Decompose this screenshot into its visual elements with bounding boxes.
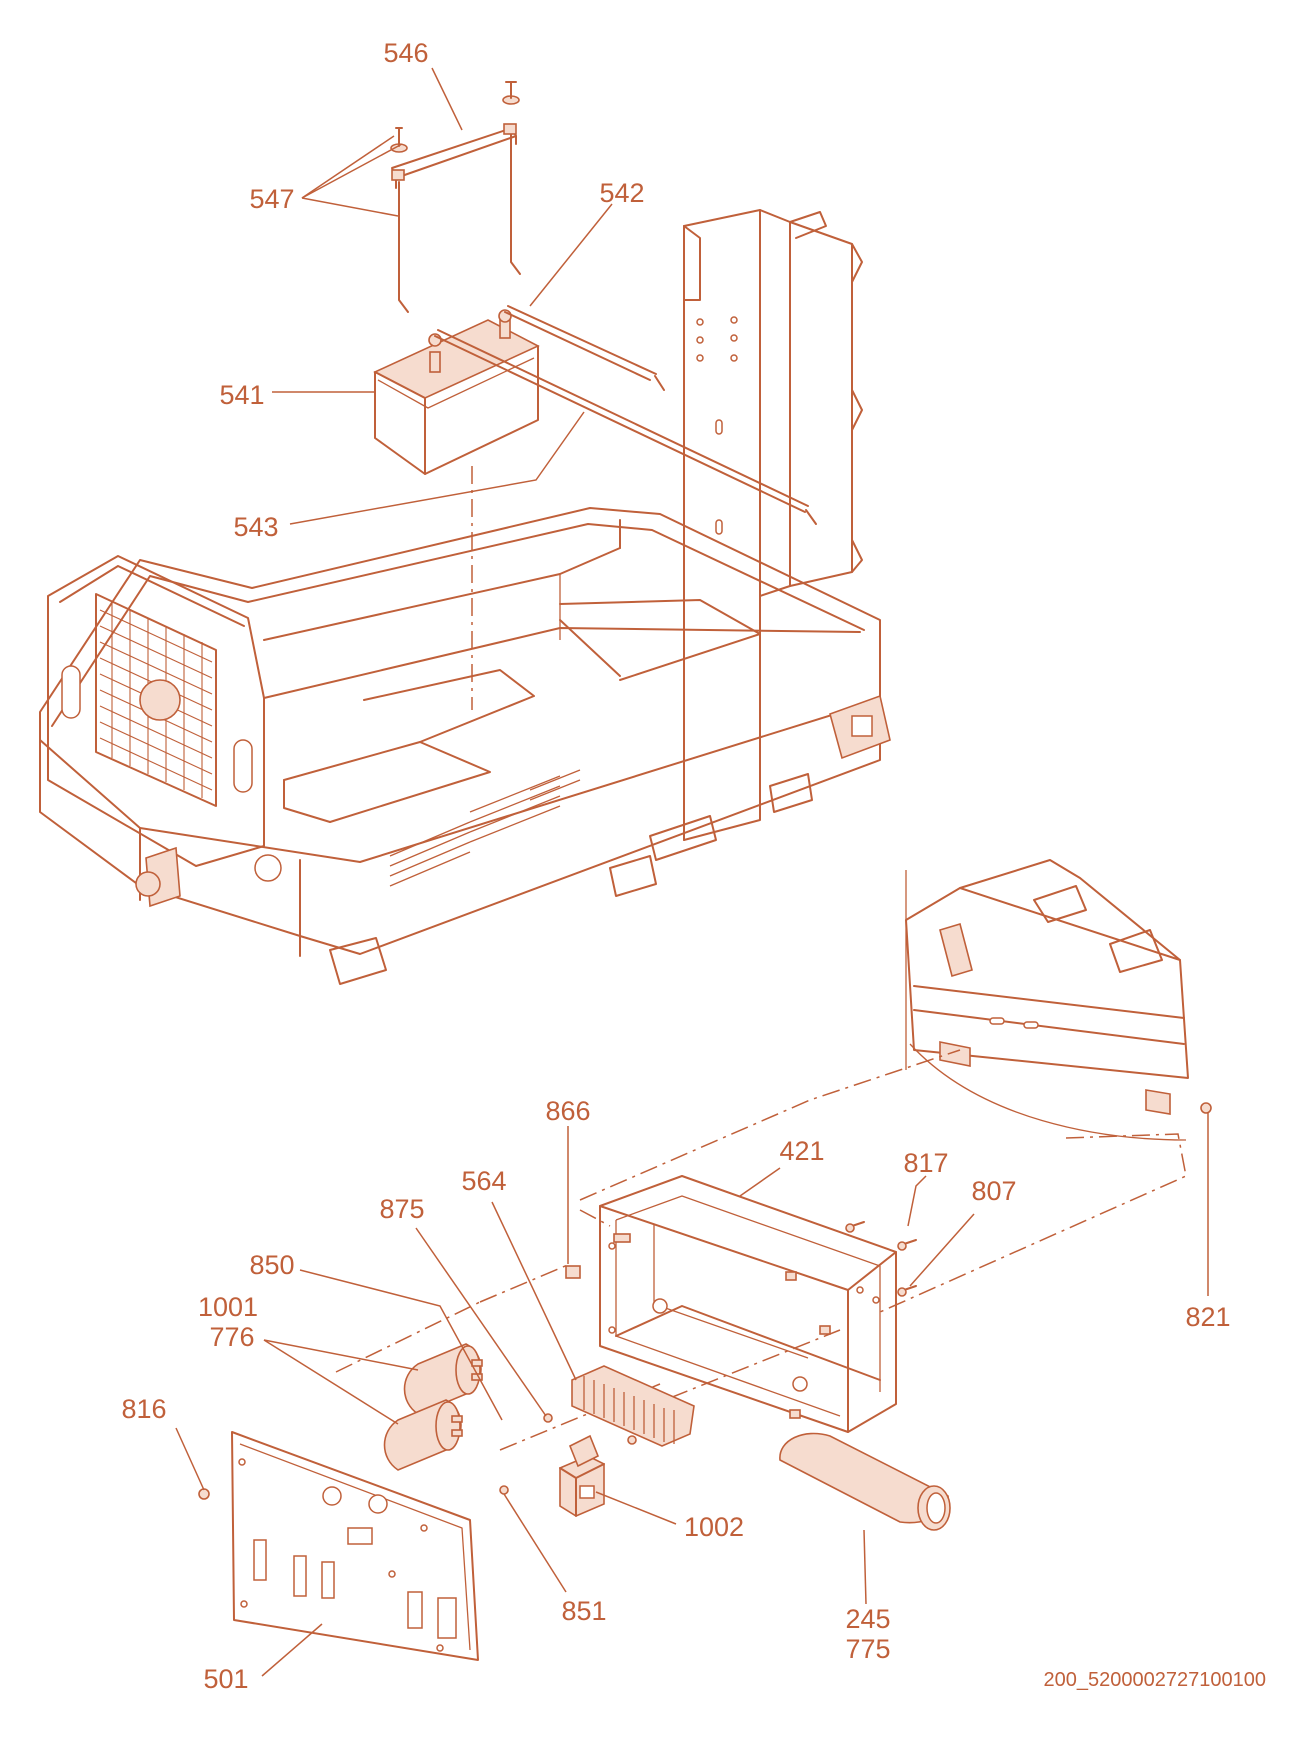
frame-rail-section [905,859,1189,1141]
callout-245: 245 [845,1604,890,1634]
callout-875: 875 [379,1194,424,1224]
callout-866: 866 [545,1096,590,1126]
callout-816: 816 [121,1394,166,1424]
frame-chassis [39,209,891,985]
callout-1002: 1002 [684,1512,744,1542]
callout-1001: 1001 [198,1292,258,1322]
callout-817: 817 [903,1148,948,1178]
battery [373,309,540,475]
callout-850: 850 [249,1250,294,1280]
switch-relay [559,1434,605,1517]
hold-down-bar [390,81,521,313]
callout-775: 775 [845,1634,890,1664]
callout-543: 543 [233,512,278,542]
hose [779,1432,951,1531]
screws [198,1102,1212,1500]
document-id: 200_5200002727100100 [1044,1669,1266,1691]
control-box [599,1175,897,1433]
callout-542: 542 [599,178,644,208]
control-panel [231,1431,479,1661]
callout-541: 541 [219,380,264,410]
leader-lines [175,67,1209,1677]
terminal-strip [571,1365,695,1447]
callout-421: 421 [779,1136,824,1166]
clip [565,1265,581,1279]
callout-labels: 546 547 542 541 543 866 421 817 807 564 … [121,38,1230,1694]
callout-851: 851 [561,1596,606,1626]
callout-807: 807 [971,1176,1016,1206]
side-vents [389,769,581,887]
callout-776: 776 [209,1322,254,1352]
callout-821: 821 [1185,1302,1230,1332]
callout-501: 501 [203,1664,248,1694]
callout-547: 547 [249,184,294,214]
callout-546: 546 [383,38,428,68]
battery-cables [434,305,817,525]
callout-564: 564 [461,1166,506,1196]
capacitors [383,1343,483,1471]
